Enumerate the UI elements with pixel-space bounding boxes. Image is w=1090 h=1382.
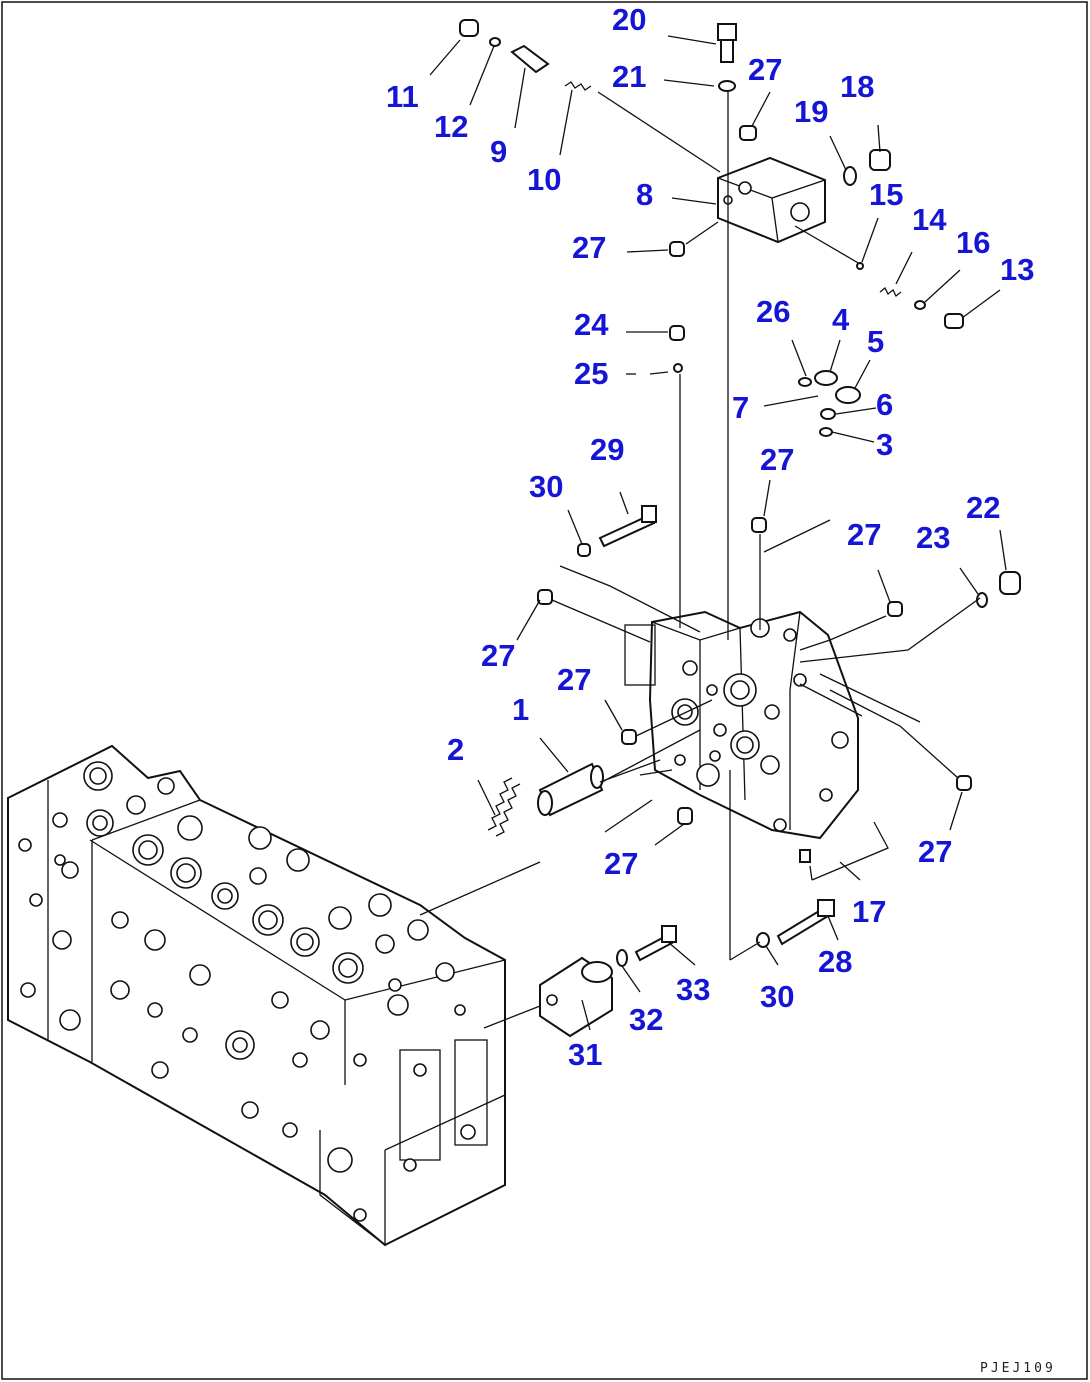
callout-20: 20	[612, 2, 646, 37]
drawing-code-label: PJEJ109	[980, 1361, 1056, 1376]
callout-26: 26	[756, 294, 790, 329]
callout-29: 29	[590, 432, 624, 467]
callout-7: 7	[732, 390, 749, 425]
callout-8: 8	[636, 177, 653, 212]
small-parts	[459, 19, 1021, 967]
cover-plate	[717, 156, 826, 244]
callout-27: 27	[481, 638, 515, 673]
callout-27: 27	[847, 517, 881, 552]
callout-18: 18	[840, 69, 874, 104]
spring-part	[487, 777, 521, 837]
callout-21: 21	[612, 59, 646, 94]
cap-part	[539, 956, 613, 1038]
callout-27: 27	[604, 846, 638, 881]
callout-16: 16	[956, 225, 990, 260]
callout-28: 28	[818, 944, 852, 979]
callout-10: 10	[527, 162, 561, 197]
valve-section-block	[624, 610, 859, 840]
callout-13: 13	[1000, 252, 1034, 287]
main-valve-body	[7, 744, 506, 1247]
callout-14: 14	[912, 202, 947, 237]
callout-27: 27	[918, 834, 952, 869]
callout-9: 9	[490, 134, 507, 169]
callout-12: 12	[434, 109, 468, 144]
callout-32: 32	[629, 1002, 663, 1037]
callout-22: 22	[966, 490, 1000, 525]
callout-15: 15	[869, 177, 903, 212]
leader-lines	[419, 35, 1007, 1031]
callout-1: 1	[512, 692, 529, 727]
callout-33: 33	[676, 972, 710, 1007]
callout-25: 25	[574, 356, 608, 391]
callout-30: 30	[529, 469, 563, 504]
callout-27: 27	[760, 442, 794, 477]
callout-11: 11	[386, 79, 419, 114]
callout-17: 17	[852, 894, 886, 929]
callout-24: 24	[574, 307, 609, 342]
callout-31: 31	[568, 1037, 602, 1072]
callout-30: 30	[760, 979, 794, 1014]
callout-6: 6	[876, 387, 893, 422]
callout-19: 19	[794, 94, 828, 129]
callout-4: 4	[832, 302, 850, 337]
callout-5: 5	[867, 324, 884, 359]
callout-27: 27	[572, 230, 606, 265]
spool-part	[537, 762, 604, 817]
callout-23: 23	[916, 520, 950, 555]
callout-27: 27	[748, 52, 782, 87]
callout-numbers: 1234567891011121314151617181920212223242…	[386, 2, 1034, 1072]
callout-2: 2	[447, 732, 464, 767]
callout-27: 27	[557, 662, 591, 697]
callout-3: 3	[876, 427, 893, 462]
